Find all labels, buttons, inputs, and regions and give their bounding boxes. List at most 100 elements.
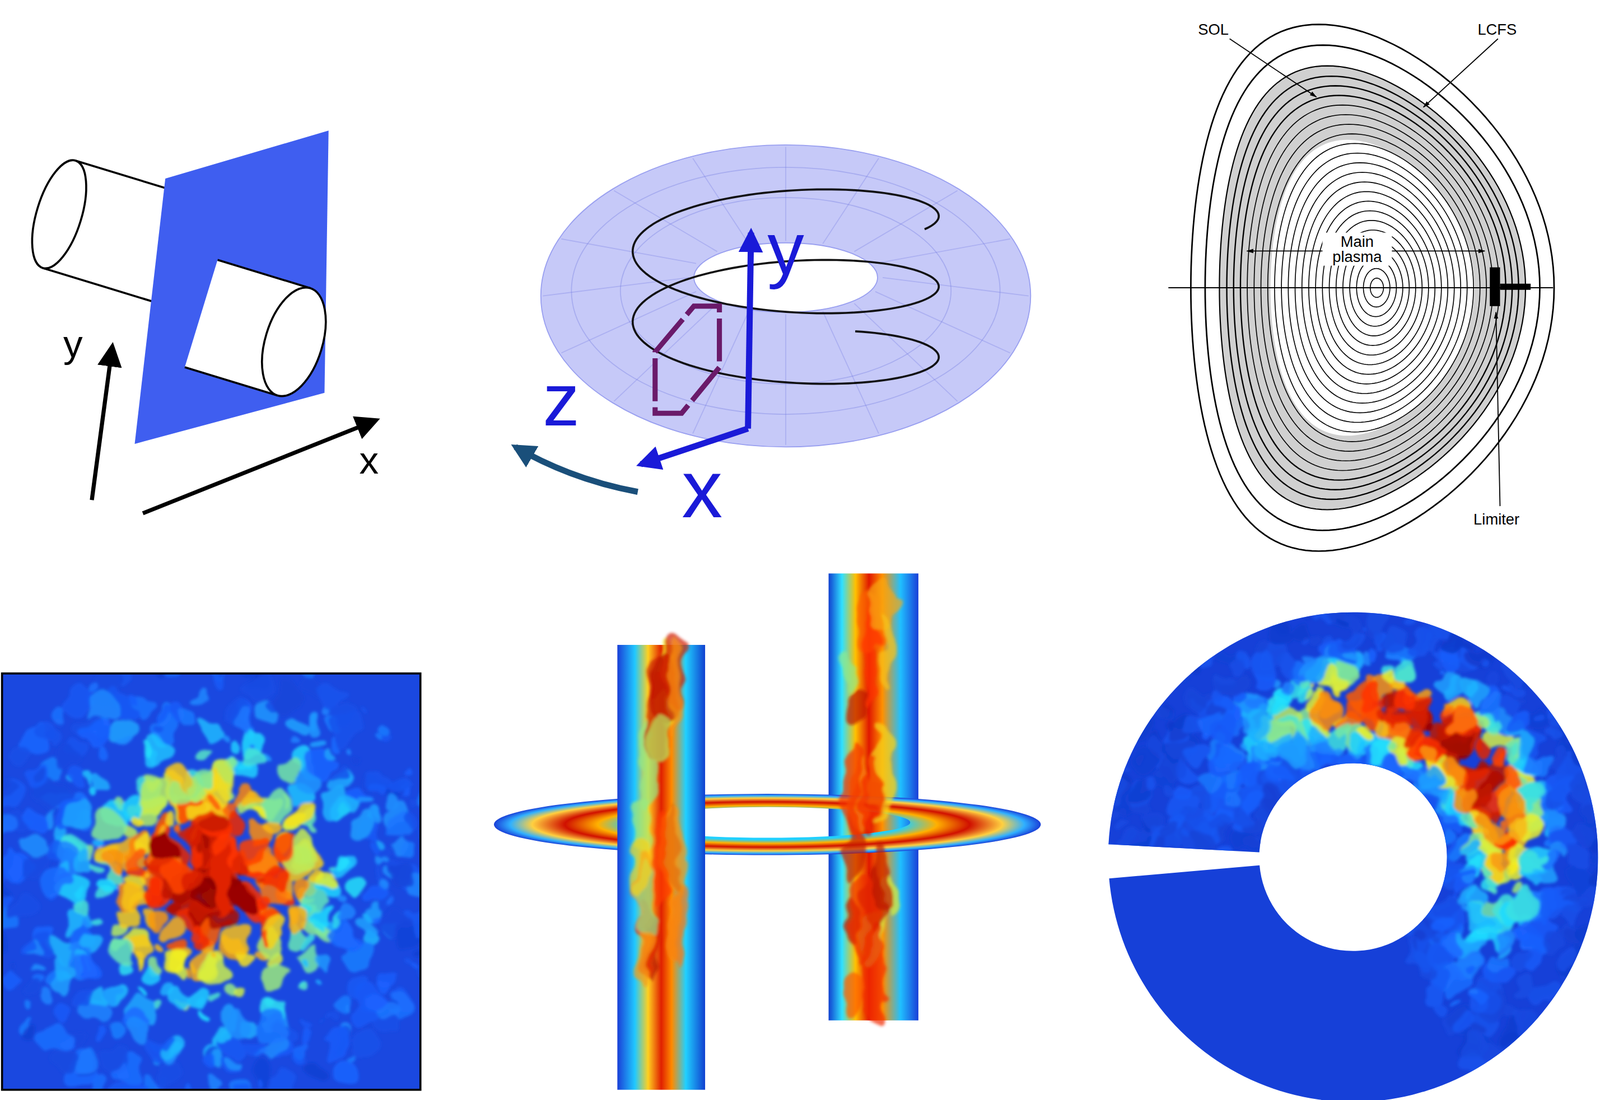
illustration-part [95, 810, 121, 836]
illustration-part [95, 833, 109, 847]
illustration-part [1209, 719, 1235, 745]
illustration-part [854, 303, 958, 402]
illustration-part [287, 808, 312, 833]
leader-line [1423, 38, 1499, 107]
illustration-part [1505, 698, 1521, 715]
illustration-part [1398, 664, 1416, 682]
illustration-part [1454, 957, 1480, 982]
illustration-part [1538, 934, 1561, 956]
illustration-part [320, 1017, 329, 1025]
illustration-part [1541, 855, 1555, 868]
illustration-part [89, 694, 118, 722]
illustration-part [120, 734, 133, 746]
illustration-part [113, 942, 137, 966]
illustration-part [842, 967, 865, 1023]
illustration-part [217, 259, 311, 289]
illustration-part [1118, 835, 1136, 852]
illustration-part [166, 984, 193, 1011]
illustration-part [91, 864, 101, 874]
illustration-part [1514, 1010, 1540, 1037]
illustration-part [406, 903, 421, 930]
illustration-part [179, 865, 203, 890]
illustration-part [161, 1036, 182, 1057]
illustration-part [561, 239, 697, 264]
illustration-part [1533, 711, 1541, 719]
illustration-part [26, 762, 52, 788]
illustration-part [1304, 691, 1313, 699]
illustration-part [402, 810, 421, 830]
illustration-part [1186, 834, 1196, 843]
illustration-part [1255, 734, 1281, 761]
illustration-part [1500, 1004, 1515, 1019]
illustration-part [371, 782, 385, 796]
axis-label: x [358, 440, 379, 480]
illustration-part [1535, 982, 1553, 1001]
limiter [1489, 267, 1500, 307]
illustration-part [226, 1056, 241, 1071]
illustration-part [179, 819, 188, 828]
illustration-part [1456, 1015, 1477, 1036]
illustration-part [1585, 863, 1600, 889]
cylinder-right [184, 259, 338, 404]
y-axis-arrow [91, 347, 113, 501]
illustration-part [1467, 860, 1478, 872]
illustration-part [298, 954, 309, 964]
illustration-part [1537, 869, 1545, 877]
illustration-part [316, 869, 340, 892]
illustration-part [382, 859, 390, 867]
illustration-part [1443, 626, 1470, 653]
region-label: SOL [1196, 20, 1231, 38]
illustration-part [2, 785, 12, 796]
illustration-part [1379, 757, 1399, 777]
illustration-part [1213, 846, 1232, 866]
illustration-part [184, 824, 207, 846]
illustration-part [8, 743, 30, 764]
illustration-part [256, 1081, 265, 1090]
illustration-part [1370, 646, 1383, 659]
illustration-part [1108, 810, 1119, 821]
illustration-part [1239, 761, 1264, 787]
illustration-part [1481, 868, 1491, 878]
illustration-part [332, 849, 350, 867]
illustration-part [1399, 761, 1410, 772]
illustration-part [199, 957, 229, 986]
illustration-part [296, 948, 321, 972]
illustration-part [1188, 744, 1207, 763]
illustration-part [1442, 837, 1452, 847]
illustration-part [1567, 889, 1580, 902]
illustration-part [880, 614, 894, 694]
illustration-part [1238, 742, 1245, 749]
illustration-part [1428, 945, 1455, 972]
illustration-part [66, 801, 92, 828]
illustration-part [252, 919, 263, 930]
illustration-part [186, 966, 194, 974]
illustration-part [21, 154, 97, 275]
illustration-part [1543, 702, 1556, 716]
illustration-part [1444, 731, 1468, 755]
illustration-part [309, 739, 320, 750]
illustration-part [385, 898, 394, 907]
illustration-part [1508, 887, 1519, 899]
illustration-part [1468, 988, 1484, 1004]
illustration-part [54, 745, 81, 772]
illustration-part [345, 878, 363, 896]
illustration-part [224, 927, 251, 954]
illustration-part [1343, 632, 1354, 643]
illustration-part [656, 811, 669, 901]
illustration-part [1490, 804, 1502, 817]
illustration-part [561, 291, 697, 354]
illustration-part [2, 784, 27, 810]
illustration-part [1461, 810, 1480, 829]
illustration-part [368, 846, 381, 860]
illustration-part [875, 291, 1011, 354]
illustration-part [1391, 610, 1398, 618]
illustration-part [42, 268, 160, 305]
illustration-part [45, 870, 70, 895]
illustration-part [1247, 839, 1263, 856]
leader-line [1495, 312, 1500, 507]
illustration-part [1144, 828, 1155, 839]
illustration-part [1277, 677, 1291, 691]
illustration-part [403, 955, 415, 967]
illustration-part [1518, 677, 1526, 685]
illustration-part [1292, 769, 1308, 785]
